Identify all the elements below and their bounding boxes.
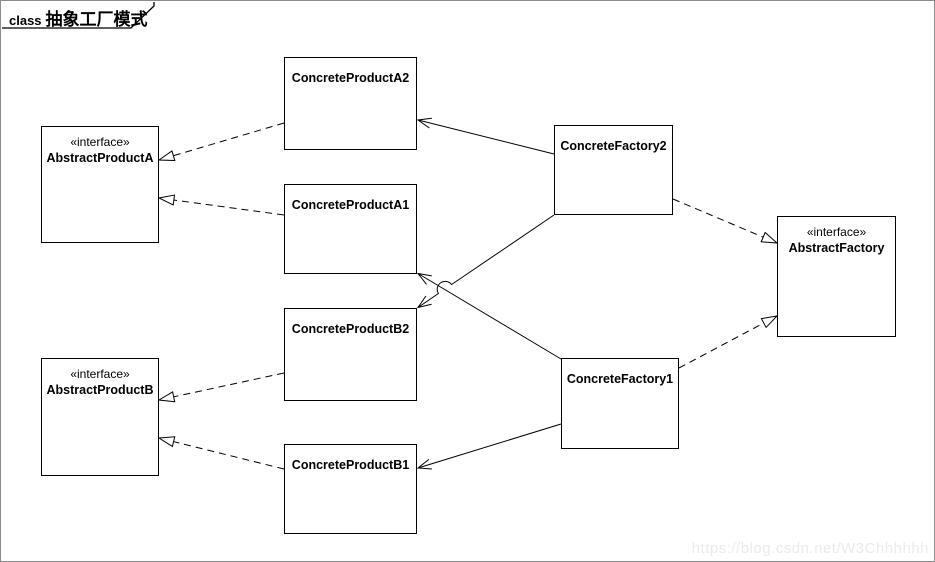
class-stereotype: «interface» (70, 367, 130, 381)
class-abstractfactory[interactable]: «interface» AbstractFactory (777, 216, 896, 337)
diagram-title: class 抽象工厂模式 (9, 5, 148, 30)
diagram-keyword: class (9, 13, 42, 28)
realization-concretefactory2-to-abstractfactory (672, 198, 777, 243)
class-concreteproducta2[interactable]: ConcreteProductA2 (284, 57, 417, 150)
class-name: ConcreteProductB2 (291, 322, 410, 336)
frame-title-tab (2, 2, 154, 28)
class-concretefactory1[interactable]: ConcreteFactory1 (561, 358, 679, 449)
diagram-name: 抽象工厂模式 (45, 10, 148, 29)
realization-concreteproducta1-to-abstractproducta (159, 198, 285, 216)
class-abstractproducta[interactable]: «interface» AbstractProductA (41, 126, 159, 243)
association-concretefactory2-to-concreteproductb2 (418, 214, 555, 308)
association-concretefactory1-to-concreteproducta1 (418, 274, 562, 360)
class-stereotype: «interface» (806, 225, 867, 239)
realization-concretefactory1-to-abstractfactory (678, 316, 777, 369)
association-concretefactory2-to-concreteproducta2 (418, 120, 555, 155)
class-concreteproductb2[interactable]: ConcreteProductB2 (284, 308, 417, 401)
class-concreteproductb1[interactable]: ConcreteProductB1 (284, 444, 417, 534)
realization-concreteproductb1-to-abstractproductb (159, 438, 285, 470)
class-name: AbstractFactory (788, 241, 885, 255)
association-concretefactory1-to-concreteproductb1 (418, 423, 562, 468)
realization-concreteproducta2-to-abstractproducta (159, 122, 285, 160)
class-name: ConcreteProductA2 (291, 71, 410, 85)
class-name: AbstractProductA (46, 151, 154, 165)
realization-concreteproductb2-to-abstractproductb (159, 372, 285, 400)
class-name: ConcreteFactory2 (560, 139, 667, 153)
class-concretefactory2[interactable]: ConcreteFactory2 (554, 125, 673, 215)
class-abstractproductb[interactable]: «interface» AbstractProductB (41, 358, 159, 476)
class-name: ConcreteProductB1 (291, 458, 410, 472)
watermark-url: https://blog.csdn.net/W3Chhhhhh (691, 540, 929, 557)
class-concreteproducta1[interactable]: ConcreteProductA1 (284, 184, 417, 274)
class-stereotype: «interface» (70, 135, 130, 149)
class-name: ConcreteProductA1 (291, 198, 410, 212)
class-name: ConcreteFactory1 (566, 372, 674, 386)
frame-title-tab-border (2, 2, 155, 29)
class-name: AbstractProductB (46, 383, 154, 397)
